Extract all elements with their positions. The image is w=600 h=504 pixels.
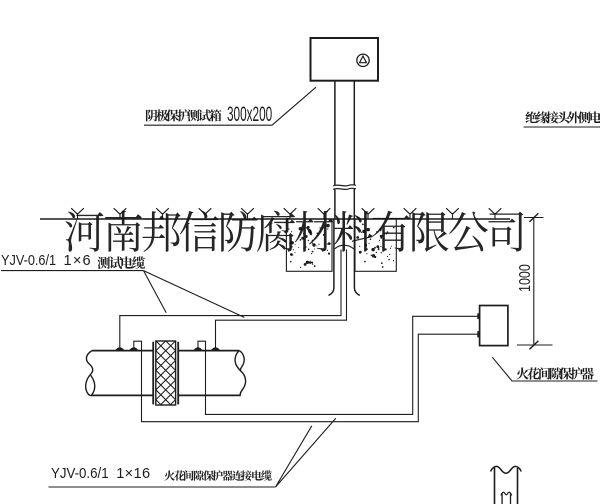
- label-test-box-dims: 300x200: [226, 103, 272, 127]
- watermark-company-name: [65, 209, 526, 254]
- label-leaders: [1, 86, 600, 488]
- test-cable-right: [214, 249, 348, 349]
- leader-spark-gap: [491, 356, 598, 382]
- test-box-terminal-symbol: [356, 53, 370, 68]
- pipeline: [92, 349, 241, 397]
- label-spark-cable-spec: YJV-0.6/1: [50, 465, 109, 482]
- label-spark-gap-protector: [516, 366, 594, 380]
- concrete-block-left: [285, 218, 333, 272]
- spark-cable-b: [197, 315, 478, 415]
- label-test-cable-spec: YJV-0.6/1: [1, 253, 57, 269]
- spark-gap-terminals: [477, 313, 481, 338]
- label-test-box-name: [145, 109, 222, 122]
- weld-dots: [114, 347, 221, 351]
- test-cable-left: [119, 249, 342, 349]
- leader-spark-cable: [48, 417, 337, 488]
- spark-gap-protector-box: [478, 304, 509, 347]
- label-joint-outer-cable: [525, 111, 600, 124]
- label-spark-cable-name: [164, 470, 272, 481]
- conduit-break-symbol: [332, 184, 357, 191]
- leader-test-box: [144, 86, 317, 126]
- label-test-cable-size: 1×6: [63, 253, 92, 269]
- pipe-break-right: [234, 350, 247, 396]
- label-test-cable-name: [97, 256, 146, 269]
- insulating-joint: [152, 340, 180, 406]
- riser-break-symbol: [489, 465, 522, 504]
- pipe-break-left: [84, 349, 96, 397]
- dimension-1000-text: 1000: [516, 263, 534, 292]
- dimension-1000-lines: [517, 212, 553, 350]
- concrete-block-right: [354, 218, 397, 272]
- conduit-riser: [328, 80, 361, 297]
- spark-cable-a: [133, 333, 478, 423]
- label-spark-cable-size: 1×16: [116, 465, 151, 482]
- test-box-outline: [309, 37, 379, 82]
- leader-test-cable: [1, 270, 245, 318]
